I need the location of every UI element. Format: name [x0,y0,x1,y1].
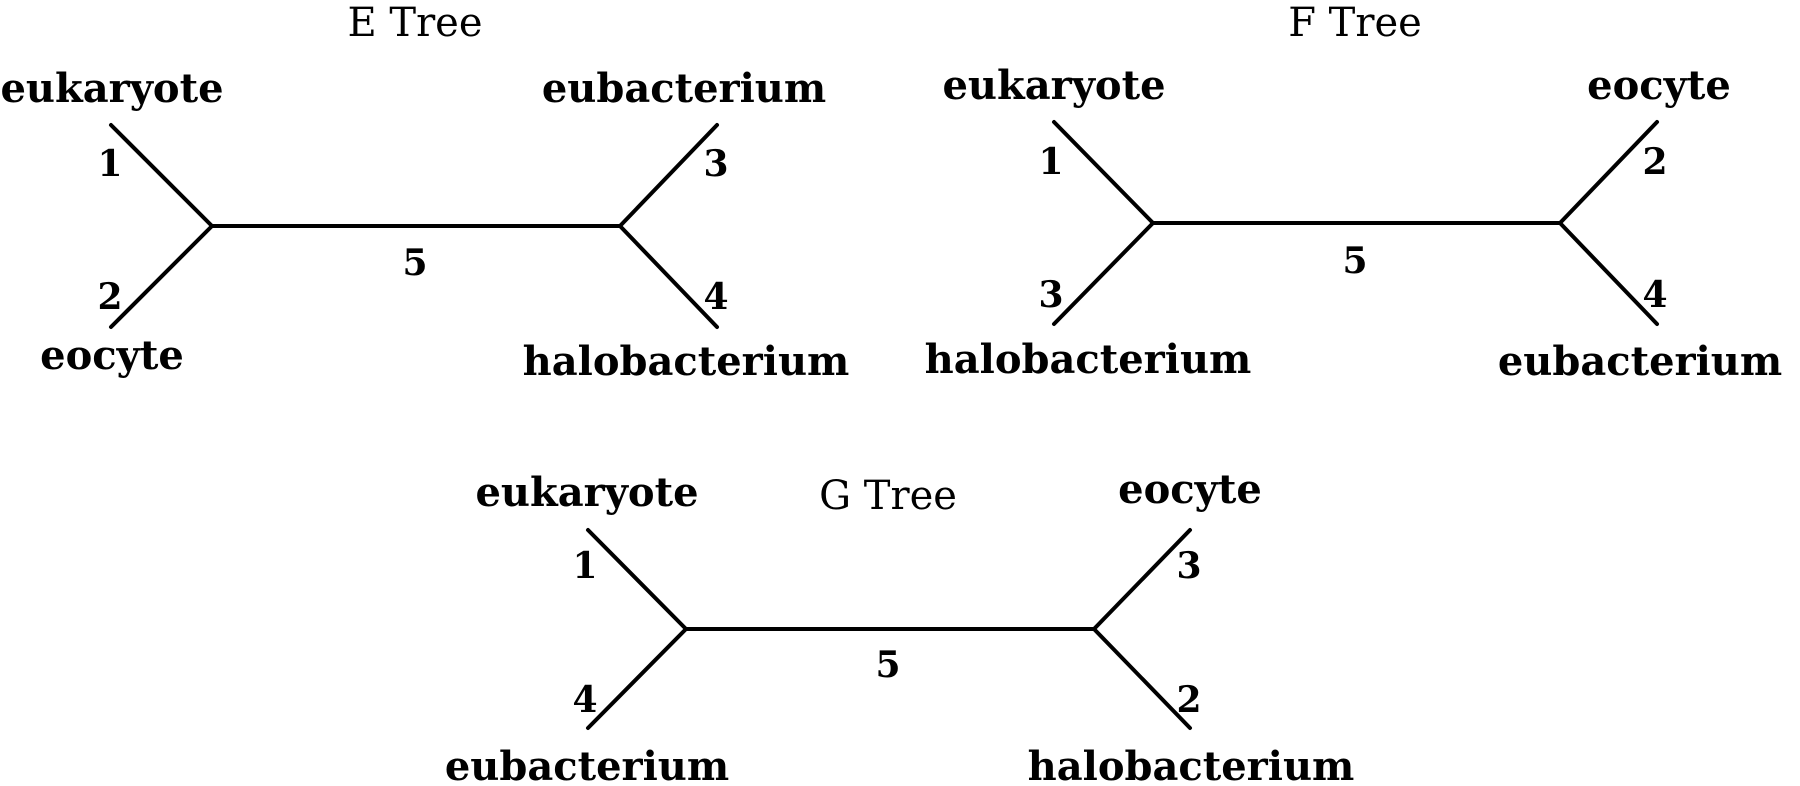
tree-f-edge-lower-right [1558,221,1659,326]
tree-e-branch-4: 4 [703,276,728,318]
tree-g-branch-3: 3 [1176,545,1201,587]
tree-e-edge-lower-right [618,224,719,329]
tree-f-edge-upper-right [1558,120,1659,225]
tree-e-branch-2: 2 [97,276,122,318]
tree-g-leaf-upper-left: eukaryote [475,469,698,516]
tree-g-leaf-upper-right: eocyte [1118,466,1262,513]
tree-e: E Tree eukaryote eocyte eubacterium halo… [0,0,849,385]
tree-f-edge-upper-left [1052,120,1155,225]
tree-f-leaf-lower-right: eubacterium [1498,338,1782,385]
tree-g-title: G Tree [819,473,957,519]
tree-e-edge-upper-right [618,123,719,228]
tree-g-branch-5: 5 [875,644,900,686]
tree-g-edge-lower-left [586,627,688,730]
tree-f-branch-4: 4 [1642,274,1667,316]
tree-e-leaf-upper-right: eubacterium [542,65,826,112]
tree-g-branch-1: 1 [572,545,597,587]
tree-g-edge-upper-left [586,528,688,631]
tree-f-leaf-upper-left: eukaryote [942,62,1165,109]
tree-e-branch-3: 3 [703,143,728,185]
tree-g-leaf-lower-left: eubacterium [445,743,729,786]
tree-f-leaf-lower-left: halobacterium [925,336,1252,383]
tree-e-branch-1: 1 [97,143,122,185]
tree-g-branch-4: 4 [572,679,597,721]
tree-f-edge-lower-left [1052,221,1155,326]
tree-f: F Tree eukaryote halobacterium eocyte eu… [925,0,1783,385]
tree-f-branch-2: 2 [1642,141,1667,183]
tree-e-edge-upper-left [109,123,214,228]
tree-f-branch-1: 1 [1038,141,1063,183]
tree-e-edge-lower-left [109,224,214,329]
tree-f-branch-5: 5 [1342,240,1367,282]
tree-f-leaf-upper-right: eocyte [1587,62,1731,109]
tree-e-title: E Tree [347,0,482,46]
tree-e-leaf-lower-right: halobacterium [523,338,850,385]
tree-e-branch-5: 5 [402,242,427,284]
tree-g-leaf-lower-right: halobacterium [1028,743,1355,786]
tree-e-leaf-upper-left: eukaryote [0,65,223,112]
tree-f-title: F Tree [1288,0,1422,46]
tree-g-edge-lower-right [1092,627,1192,730]
tree-g-branch-2: 2 [1176,679,1201,721]
tree-g: G Tree eukaryote eubacterium eocyte halo… [445,466,1355,786]
tree-e-leaf-lower-left: eocyte [40,332,184,379]
tree-g-edge-upper-right [1092,528,1192,631]
tree-f-branch-3: 3 [1038,274,1063,316]
